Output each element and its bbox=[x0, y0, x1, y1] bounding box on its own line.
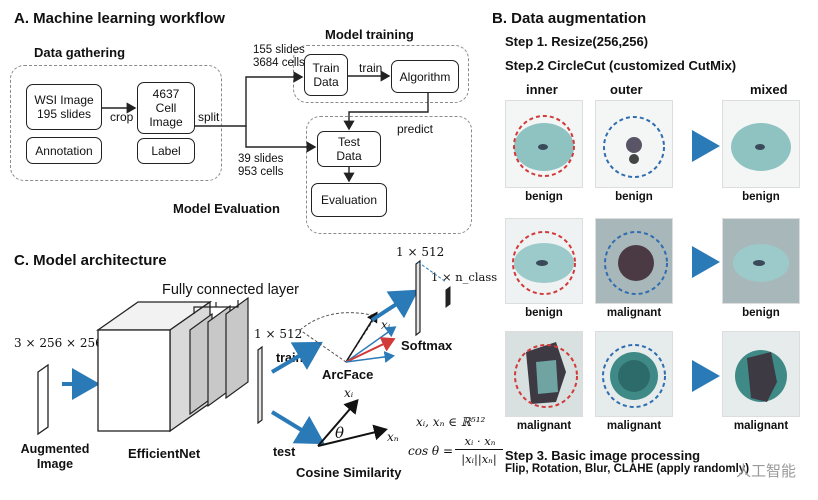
formula-numerator: xᵢ · xₙ bbox=[464, 434, 496, 448]
col-outer-label: outer bbox=[610, 82, 643, 97]
softmax-dim-label: 1 × 512 bbox=[396, 245, 445, 259]
row1-outer-image bbox=[595, 100, 673, 188]
arcface-xi-label: xᵢ bbox=[381, 318, 391, 332]
feat-dim-label: 1 × 512 bbox=[254, 327, 303, 341]
test-split-label: 39 slides 953 cells bbox=[238, 153, 284, 178]
model-training-group bbox=[293, 45, 469, 103]
formula-fraction-bar bbox=[455, 449, 503, 450]
formula-denominator: |xᵢ||xₙ| bbox=[461, 452, 497, 466]
row2-outer-image bbox=[595, 218, 673, 304]
row2-mixed-image bbox=[722, 218, 800, 304]
test-data-box: Test Data bbox=[317, 131, 381, 167]
cos-xn-label: xₙ bbox=[387, 430, 399, 444]
train-split-label: 155 slides 3684 cells bbox=[253, 44, 305, 69]
formula-set: xᵢ, xₙ ∈ ℝ⁵¹² bbox=[416, 415, 486, 429]
row1-mixed-caption: benign bbox=[742, 191, 780, 203]
model-training-label: Model training bbox=[325, 27, 414, 42]
section-c-title: C. Model architecture bbox=[14, 252, 167, 269]
annotation-box: Annotation bbox=[26, 137, 102, 164]
predict-label: predict bbox=[397, 122, 434, 136]
theta-label: θ bbox=[335, 424, 345, 442]
split-label: split bbox=[198, 110, 220, 124]
row1-mixed-image bbox=[722, 100, 800, 188]
row3-outer-caption: malignant bbox=[606, 420, 662, 432]
train-data-box: Train Data bbox=[304, 54, 348, 96]
input-dim-label: 3 × 256 × 256 bbox=[14, 336, 103, 350]
algorithm-box: Algorithm bbox=[391, 60, 459, 93]
cos-xi-label: xᵢ bbox=[344, 386, 354, 400]
row3-mixed-caption: malignant bbox=[733, 420, 789, 432]
row2-inner-image bbox=[505, 218, 583, 304]
label-box: Label bbox=[137, 138, 195, 164]
step2-label: Step.2 CircleCut (customized CutMix) bbox=[505, 58, 737, 73]
cosine-label: Cosine Similarity bbox=[296, 465, 402, 480]
crop-label: crop bbox=[110, 110, 134, 124]
col-mixed-label: mixed bbox=[750, 82, 788, 97]
evaluation-box: Evaluation bbox=[311, 183, 387, 217]
row3-outer-image bbox=[595, 331, 673, 417]
model-evaluation-label: Model Evaluation bbox=[173, 201, 280, 216]
step3-label: Step 3. Basic image processing bbox=[505, 448, 701, 463]
softmax-label: Softmax bbox=[401, 338, 453, 353]
row2-outer-caption: malignant bbox=[606, 307, 662, 319]
model-evaluation-group bbox=[306, 116, 472, 234]
formula-cos: cos θ = bbox=[408, 444, 454, 458]
row2-inner-caption: benign bbox=[525, 307, 563, 319]
wsi-image-box: WSI Image 195 slides bbox=[26, 84, 102, 130]
nclass-dim-label: 1 × n_class bbox=[431, 270, 498, 284]
row1-outer-caption: benign bbox=[615, 191, 653, 203]
row1-inner-caption: benign bbox=[525, 191, 563, 203]
data-gathering-group bbox=[10, 65, 222, 181]
train-label: train bbox=[359, 61, 383, 75]
row1-inner-image bbox=[505, 100, 583, 188]
step1-label: Step 1. Resize(256,256) bbox=[505, 34, 649, 49]
row3-mixed-image bbox=[722, 331, 800, 417]
test-branch-label: test bbox=[273, 445, 296, 459]
watermark: 人工智能 bbox=[736, 462, 797, 480]
arcface-label: ArcFace bbox=[322, 367, 374, 382]
data-gathering-label: Data gathering bbox=[34, 45, 126, 60]
augmented-image-label: Augmented Image bbox=[20, 442, 90, 471]
row3-inner-caption: malignant bbox=[516, 420, 572, 432]
row3-inner-image bbox=[505, 331, 583, 417]
cell-image-box: 4637 Cell Image bbox=[137, 82, 195, 134]
section-a-title: A. Machine learning workflow bbox=[14, 10, 225, 27]
step3-detail: Flip, Rotation, Blur, CLAHE (apply rando… bbox=[505, 463, 750, 475]
efficientnet-label: EfficientNet bbox=[128, 446, 201, 461]
col-inner-label: inner bbox=[526, 82, 558, 97]
fc-layer-label: Fully connected layer bbox=[162, 282, 300, 298]
row2-mixed-caption: benign bbox=[742, 307, 780, 319]
section-b-title: B. Data augmentation bbox=[492, 10, 647, 27]
